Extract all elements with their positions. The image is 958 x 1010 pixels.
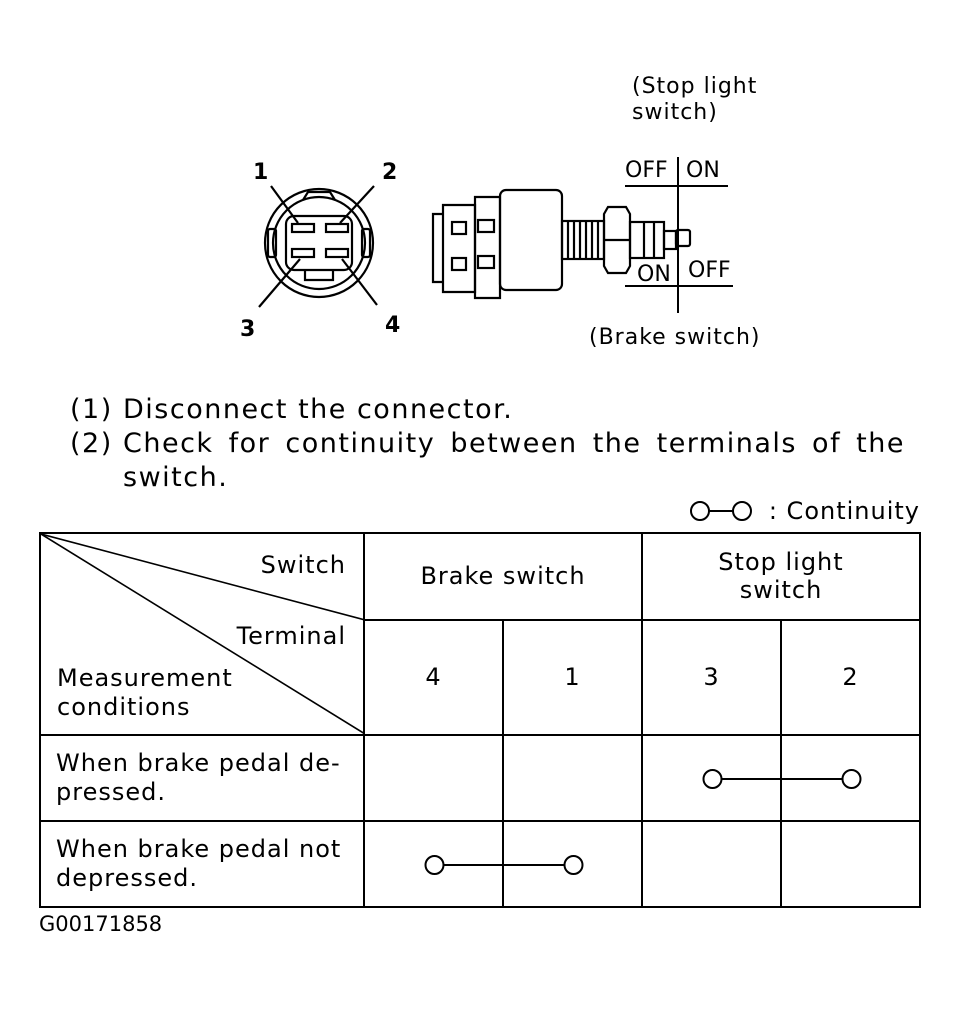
header-switch: Switch <box>260 551 346 579</box>
group-brake-switch: Brake switch <box>363 532 643 621</box>
continuity-legend: : Continuity <box>689 497 920 525</box>
header-corner-cell: Switch Terminal Measurement conditions <box>39 532 365 736</box>
condition-cell: When brake pedal not depressed. <box>39 820 365 908</box>
legend-text: : Continuity <box>768 497 920 525</box>
terminal-3: 3 <box>641 618 782 737</box>
upper-on-label: ON <box>686 158 720 183</box>
terminal-4: 4 <box>363 618 504 737</box>
continuity-terminal-mark <box>563 855 584 875</box>
stop-light-switch-label: (Stop light <box>632 74 757 99</box>
continuity-terminal-mark <box>424 855 445 875</box>
header-conditions-line-2: conditions <box>57 693 191 721</box>
step-1: (1) Disconnect the connector. <box>70 393 905 427</box>
pin-label-3: 3 <box>240 317 255 342</box>
figure-code: G00171858 <box>39 912 163 936</box>
condition-cell: When brake pedal de- pressed. <box>39 734 365 822</box>
continuity-symbol <box>503 855 584 875</box>
step-number: (2) <box>70 428 113 459</box>
connector-end-view <box>258 185 378 308</box>
lower-off-label: OFF <box>688 258 731 283</box>
diagonal-lines <box>41 534 365 734</box>
condition-line-1: When brake pedal de- <box>56 749 341 777</box>
pin-1-cavity <box>290 222 316 234</box>
continuity-cell <box>641 734 783 822</box>
stop-light-switch-label-2: switch) <box>632 100 718 125</box>
pin-3-cavity <box>290 247 316 259</box>
continuity-symbol <box>424 855 505 875</box>
continuity-cell <box>363 820 505 908</box>
condition-line-2: depressed. <box>56 864 198 892</box>
continuity-terminal-mark <box>841 769 862 789</box>
procedure-steps: (1) Disconnect the connector. (2) Check … <box>70 393 905 495</box>
continuity-symbol-icon <box>689 501 752 521</box>
header-terminal: Terminal <box>236 622 346 650</box>
pin-label-1: 1 <box>253 160 268 185</box>
continuity-table: Switch Terminal Measurement conditions B… <box>39 532 921 908</box>
continuity-cell <box>641 820 782 908</box>
condition-line-1: When brake pedal not <box>56 835 342 863</box>
continuity-cell <box>780 820 921 908</box>
pin-label-2: 2 <box>382 160 397 185</box>
pin-4-cavity <box>324 247 350 259</box>
step-2: (2) Check for continuity between the ter… <box>70 427 905 495</box>
brake-switch-label: (Brake switch) <box>589 325 761 350</box>
step-text: Disconnect the connector. <box>123 394 514 425</box>
terminal-1: 1 <box>502 618 643 737</box>
step-number: (1) <box>70 394 113 425</box>
header-measurement-conditions: Measurement conditions <box>57 664 233 722</box>
header-conditions-line-1: Measurement <box>57 664 233 692</box>
continuity-symbol <box>702 769 783 789</box>
continuity-symbol <box>781 769 862 789</box>
upper-off-label: OFF <box>625 158 668 183</box>
table-row-pedal-depressed: When brake pedal de- pressed. <box>39 734 921 822</box>
switch-diagram: 1 2 3 4 (Stop light switch) OFF ON ON <box>240 74 761 350</box>
continuity-cell <box>363 734 504 822</box>
condition-line-2: pressed. <box>56 778 166 806</box>
switch-position-guides <box>625 157 733 313</box>
continuity-terminal-mark <box>702 769 723 789</box>
lower-on-label: ON <box>637 262 671 287</box>
switch-side-view <box>431 188 692 300</box>
terminal-2: 2 <box>780 618 921 737</box>
continuity-cell <box>780 734 921 822</box>
pin-2-cavity <box>324 222 350 234</box>
continuity-cell <box>502 734 643 822</box>
step-text: Check for continuity between the termina… <box>123 428 905 493</box>
pin-label-4: 4 <box>385 313 400 338</box>
continuity-cell <box>502 820 643 908</box>
group-stop-light-switch: Stop light switch <box>641 532 921 621</box>
table-row-pedal-not-depressed: When brake pedal not depressed. <box>39 820 921 908</box>
